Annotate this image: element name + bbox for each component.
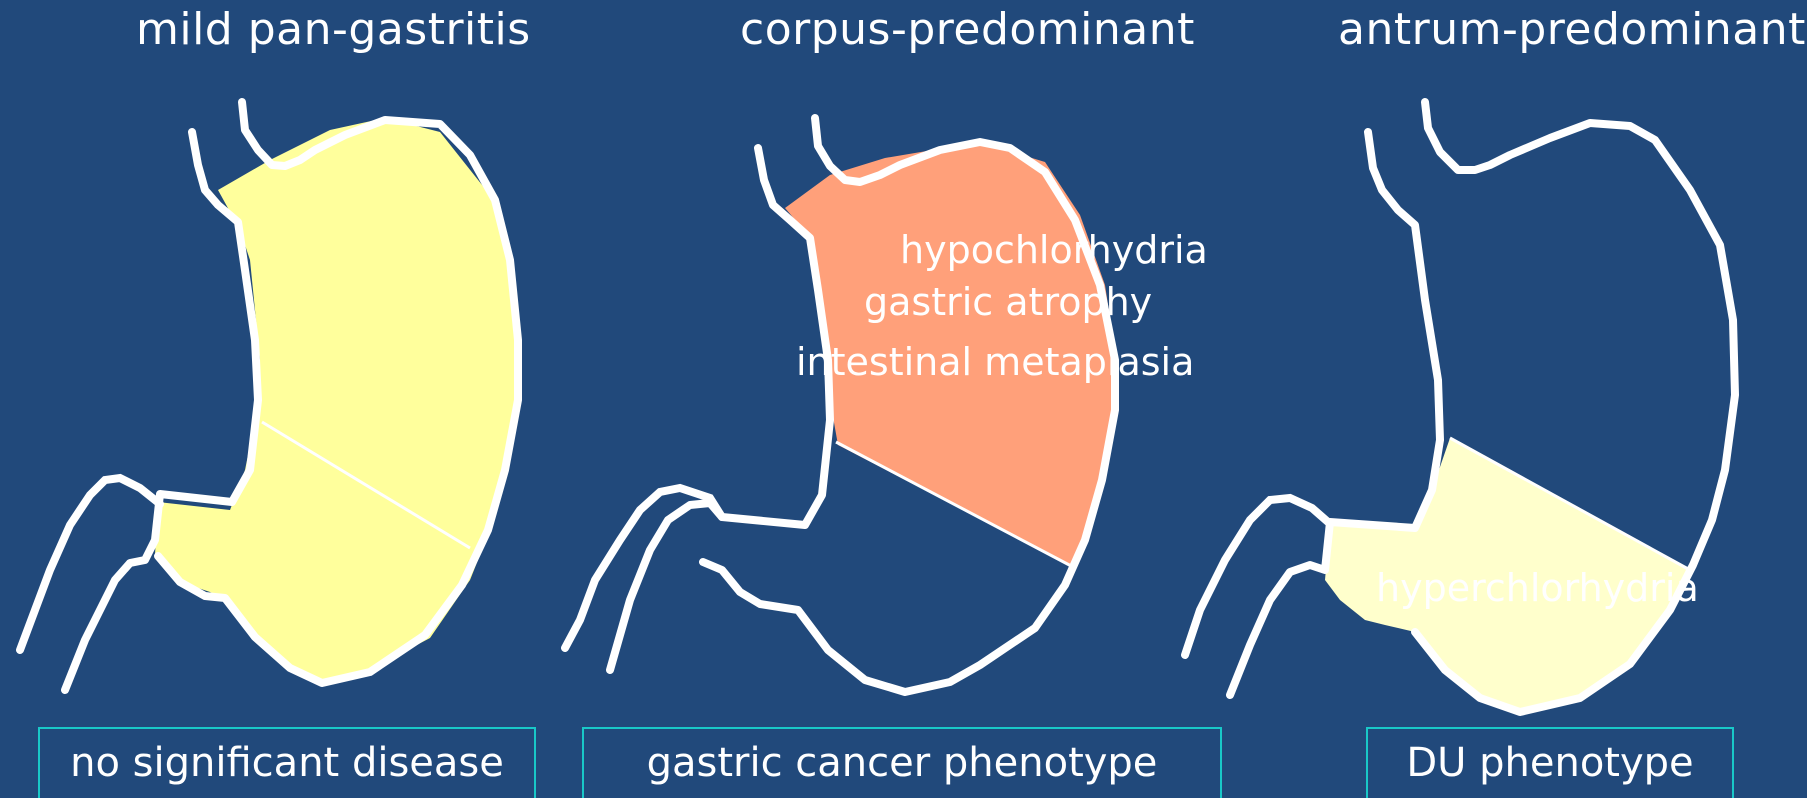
caption-text: DU phenotype: [1406, 740, 1693, 786]
label-hypochlorhydria: hypochlorhydria: [900, 228, 1208, 272]
caption-text: no significant disease: [70, 740, 504, 786]
label-intestinal-metaplasia: intestinal metaplasia: [796, 340, 1194, 384]
panel-title-antrum-predominant: antrum-predominant: [1338, 4, 1806, 55]
caption-text: gastric cancer phenotype: [647, 740, 1158, 786]
label-gastric-atrophy: gastric atrophy: [864, 280, 1152, 324]
stomach-corpus-predominant: [565, 118, 1118, 692]
caption-box-mild-pan-gastritis: no significant disease: [38, 727, 536, 798]
stomach-mild-pan-gastritis: [20, 102, 520, 690]
label-hyperchlorhydria: hyperchlorhydria: [1376, 566, 1699, 610]
panel-title-corpus-predominant: corpus-predominant: [740, 4, 1195, 55]
panel-title-mild-pan-gastritis: mild pan-gastritis: [136, 4, 531, 55]
stomach-outline-inner: [610, 148, 830, 670]
caption-box-corpus-predominant: gastric cancer phenotype: [582, 727, 1222, 798]
caption-box-antrum-predominant: DU phenotype: [1366, 727, 1734, 798]
stomach-antrum-predominant: [1185, 102, 1735, 712]
